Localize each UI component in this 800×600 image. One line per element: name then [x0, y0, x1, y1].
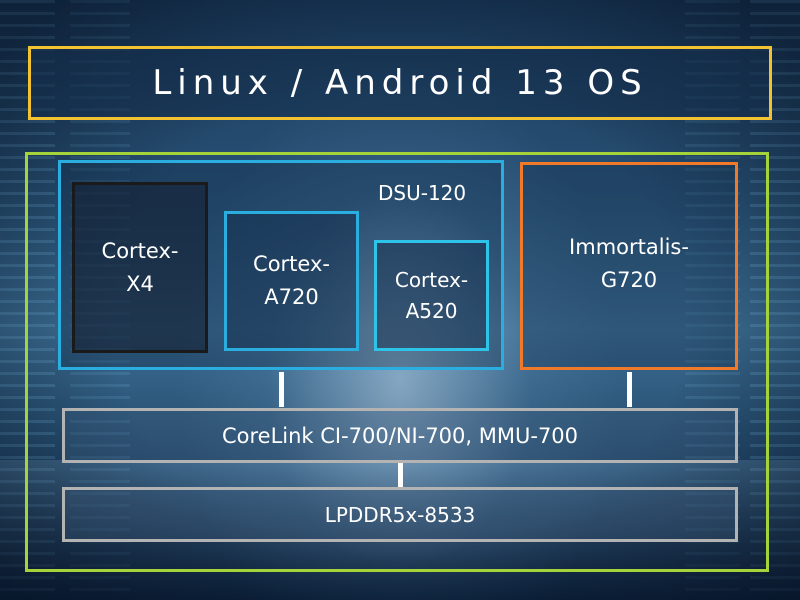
gpu-label-line2: G720	[600, 268, 658, 292]
cpu-core-label-line1: Cortex-	[394, 267, 469, 292]
os-layer-label: Linux / Android 13 OS	[152, 63, 648, 103]
cpu-core-cortex-a520: Cortex- A520	[374, 240, 489, 351]
os-layer-box: Linux / Android 13 OS	[28, 46, 772, 120]
interconnect-label: CoreLink CI-700/NI-700, MMU-700	[221, 423, 579, 448]
cpu-core-label-line2: A720	[264, 285, 319, 309]
cpu-to-interconnect-link	[279, 372, 284, 407]
cpu-core-label-line2: A520	[405, 298, 458, 323]
gpu-box: Immortalis- G720	[520, 162, 738, 370]
gpu-label-line1: Immortalis-	[569, 235, 689, 259]
interconnect-bar: CoreLink CI-700/NI-700, MMU-700	[62, 408, 738, 463]
soc-frame	[25, 152, 769, 572]
gpu-to-interconnect-link	[627, 372, 632, 407]
dsu-cluster-label: DSU-120	[378, 181, 467, 205]
cpu-core-label-line1: Cortex-	[253, 252, 330, 276]
cpu-core-cortex-x4: Cortex- X4	[72, 182, 208, 353]
memory-bar: LPDDR5x-8533	[62, 487, 738, 542]
cpu-core-label-line1: Cortex-	[101, 238, 179, 263]
cpu-core-label-line2: X4	[126, 271, 154, 296]
interconnect-to-memory-link	[398, 463, 403, 487]
cpu-core-cortex-a720: Cortex- A720	[224, 211, 359, 351]
memory-label: LPDDR5x-8533	[324, 502, 476, 527]
